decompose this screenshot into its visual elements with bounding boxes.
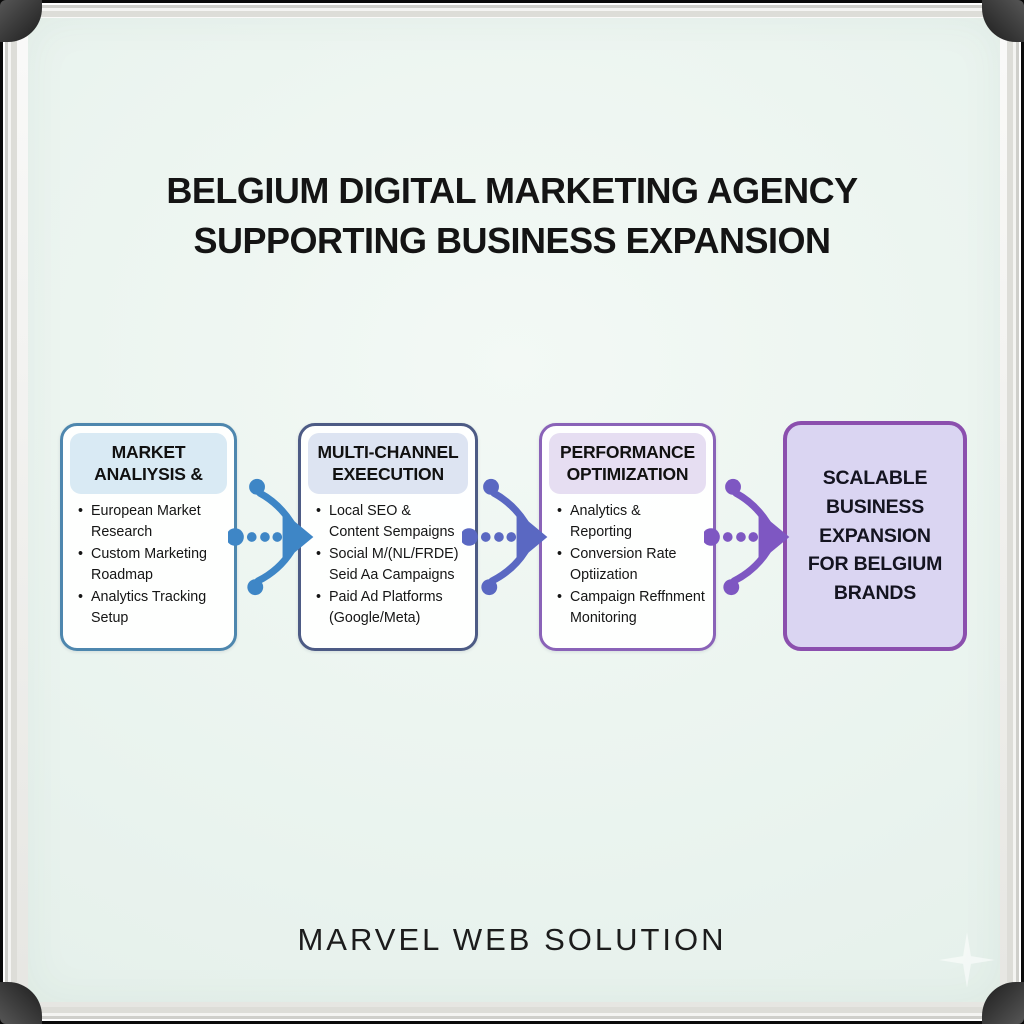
result-card-scalable-expansion: SCALABLE BUSINESS EXPANSION FOR BELGIUM … xyxy=(783,421,967,651)
page-title: BELGIUM DIGITAL MARKETING AGENCY SUPPORT… xyxy=(0,166,1024,265)
result-label: SCALABLE BUSINESS EXPANSION FOR BELGIUM … xyxy=(807,467,943,604)
bullet-item: Custom Marketing Roadmap xyxy=(78,544,228,585)
bullet-item: Analytics & Reporting xyxy=(557,501,707,542)
brand-footer: MARVEL WEB SOLUTION xyxy=(297,922,727,957)
bullet-list: Analytics & Reporting Conversion Rate Op… xyxy=(542,501,713,628)
bullet-item: Local SEO & Content Sempaigns xyxy=(316,501,469,542)
stage-header: MULTI-CHANNEL EXEECUTION xyxy=(308,433,468,495)
branch-arrow-right-icon xyxy=(462,478,548,596)
page-title-line2: SUPPORTING BUSINESS EXPANSION xyxy=(193,219,831,261)
stage-header: MARKET ANALIYSIS & xyxy=(70,433,227,495)
branch-arrow-right-icon xyxy=(704,478,790,596)
stage-card-market-analysis: MARKET ANALIYSIS & European Market Resea… xyxy=(60,423,237,651)
bullet-item: Conversion Rate Optiization xyxy=(557,544,707,585)
stage-header: PERFORMANCE OPTIMIZATION xyxy=(549,433,706,495)
bullet-item: Social M/(NL/FRDE) Seid Aa Campaigns xyxy=(316,544,469,585)
bullet-item: Campaign Reffnment Monitoring xyxy=(557,587,707,628)
bullet-item: European Market Research xyxy=(78,501,228,542)
branch-arrow-right-icon xyxy=(228,478,314,596)
bullet-list: Local SEO & Content Sempaigns Social M/(… xyxy=(301,501,475,628)
bullet-item: Paid Ad Platforms (Google/Meta) xyxy=(316,587,469,628)
bullet-item: Analytics Tracking Setup xyxy=(78,587,228,628)
stage-card-multi-channel: MULTI-CHANNEL EXEECUTION Local SEO & Con… xyxy=(298,423,478,651)
bullet-list: European Market Research Custom Marketin… xyxy=(63,501,234,628)
page-title-line1: BELGIUM DIGITAL MARKETING AGENCY xyxy=(166,170,858,211)
stage-card-performance-optimization: PERFORMANCE OPTIMIZATION Analytics & Rep… xyxy=(539,423,716,651)
